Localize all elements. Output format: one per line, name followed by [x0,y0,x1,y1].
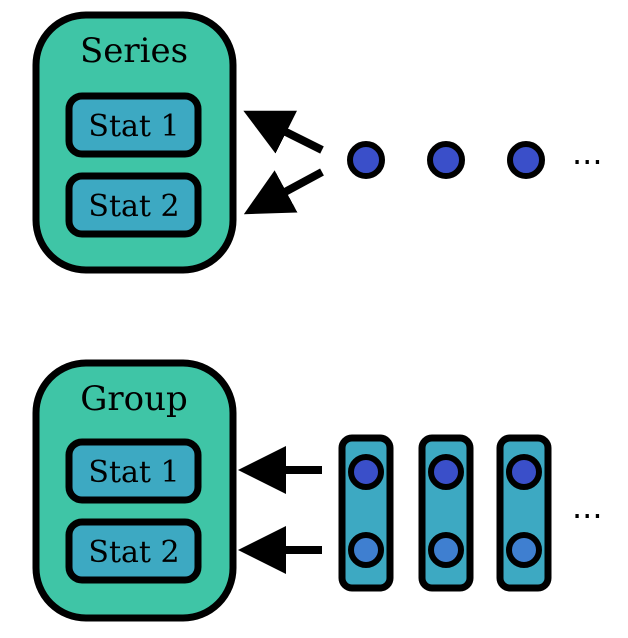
group-stat-2: Stat 2 [65,518,202,584]
group-point-lower [428,532,464,568]
group-point-lower [506,532,542,568]
series-arrow-upper [243,110,324,154]
series-ellipsis: ... [572,134,603,172]
group-point-upper [506,454,542,490]
series-stat-1: Stat 1 [65,92,202,158]
group-point-upper [428,454,464,490]
series-point [507,141,545,179]
group-stat-1: Stat 1 [65,438,202,504]
series-points [347,141,545,179]
group-column [496,434,552,592]
series-point [347,141,385,179]
group-title: Group [80,379,188,419]
series-title: Series [80,31,188,71]
group-column [338,434,394,592]
group-panel: Group Stat 1 Stat 2 [32,359,237,622]
group-stat-2-label: Stat 2 [88,535,179,570]
group-ellipsis: ... [572,488,603,526]
series-stat-1-label: Stat 1 [88,109,179,144]
series-stat-2: Stat 2 [65,172,202,238]
series-point [427,141,465,179]
group-point-lower [348,532,384,568]
group-stat-1-label: Stat 1 [88,455,179,490]
series-stat-2-label: Stat 2 [88,189,179,224]
series-arrow-lower [243,168,324,215]
group-column [418,434,474,592]
series-panel: Series Stat 1 Stat 2 [32,11,237,274]
group-point-upper [348,454,384,490]
